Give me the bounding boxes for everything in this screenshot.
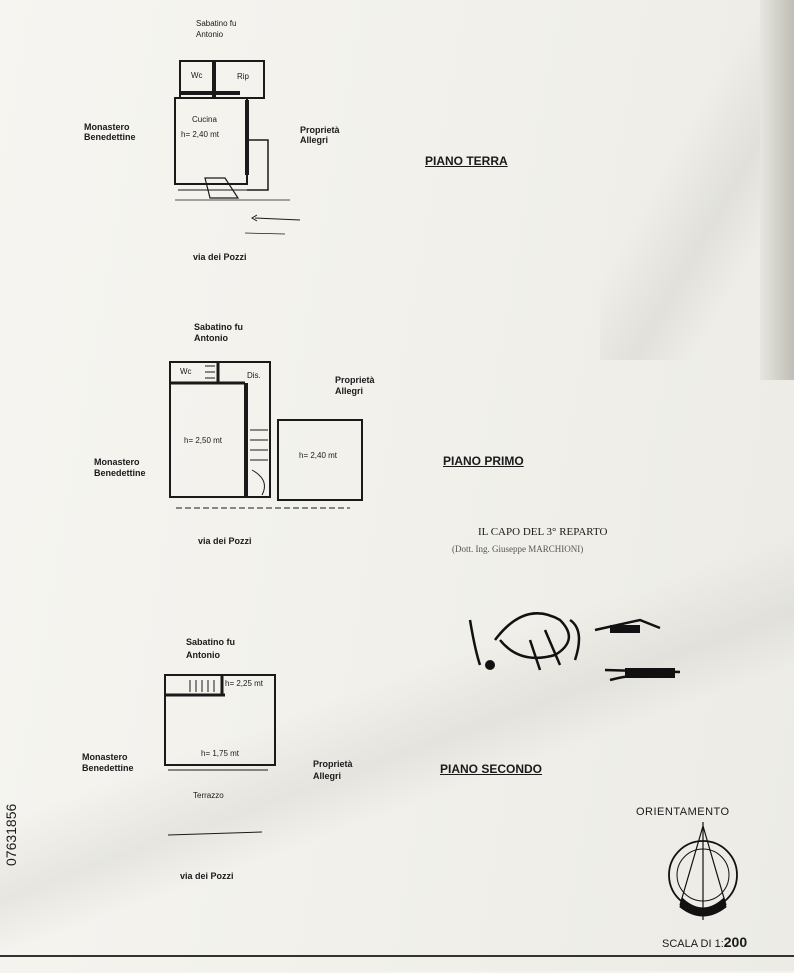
west-neighbor-label: Monastero Benedettine	[84, 122, 136, 142]
north-neighbor-label: Sabatino fu Antonio	[186, 637, 235, 660]
west-neighbor-label: Monastero Benedettine	[94, 457, 146, 478]
room-label-wc: Wc	[180, 367, 192, 376]
room-height: h= 2,50 mt	[184, 436, 223, 445]
room-label-wc: Wc	[191, 71, 203, 80]
street-label: via dei Pozzi	[198, 536, 252, 546]
scale-value: 200	[723, 934, 748, 950]
scale-label: SCALA DI 1:200	[662, 935, 747, 950]
orientation-label: ORIENTAMENTO	[636, 806, 730, 818]
street-label: via dei Pozzi	[193, 252, 247, 262]
paper-edge	[760, 0, 794, 380]
north-neighbor-label: Sabatino fu Antonio	[196, 19, 237, 39]
annex-height: h= 2,40 mt	[299, 451, 338, 460]
east-neighbor-label: Proprietà Allegri	[335, 375, 375, 396]
side-registry-code: 07631856	[3, 803, 19, 866]
signature-name: (Dott. Ing. Giuseppe MARCHIONI)	[452, 544, 584, 554]
paper-fold	[0, 460, 794, 971]
signature-title: IL CAPO DEL 3° REPARTO	[478, 526, 608, 538]
street-label: via dei Pozzi	[180, 871, 234, 881]
floor-title: PIANO SECONDO	[440, 762, 543, 776]
floor-title: PIANO PRIMO	[443, 454, 524, 468]
upper-height: h= 2,25 mt	[225, 679, 264, 688]
north-neighbor-label: Sabatino fu Antonio	[194, 322, 243, 343]
room-label-cucina: Cucina	[192, 115, 217, 124]
floor-title: PIANO TERRA	[425, 154, 508, 168]
east-neighbor-label: Proprietà Allegri	[300, 125, 340, 145]
room-label-dis: Dis.	[247, 371, 261, 380]
east-neighbor-label: Proprietà Allegri	[313, 759, 353, 781]
room-height: h= 2,40 mt	[181, 130, 220, 139]
room-height: h= 1,75 mt	[201, 749, 240, 758]
bottom-border	[0, 955, 794, 973]
west-neighbor-label: Monastero Benedettine	[82, 752, 134, 773]
room-label-rip: Rip	[237, 72, 250, 81]
scale-prefix: SCALA DI 1:	[662, 938, 724, 950]
terrace-label: Terrazzo	[193, 791, 224, 800]
